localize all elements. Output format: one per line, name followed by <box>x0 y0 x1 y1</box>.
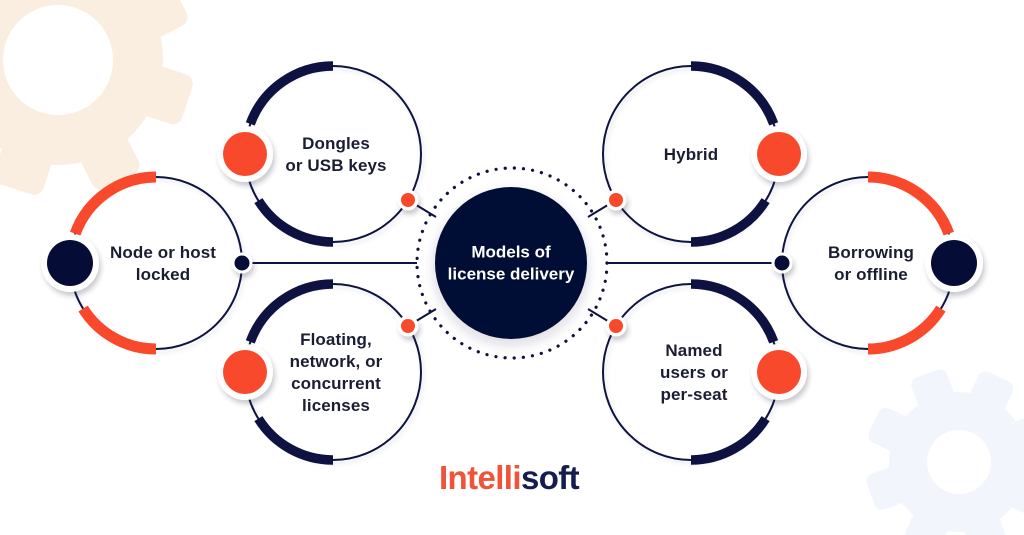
center-title: Models of license delivery <box>447 242 575 284</box>
node-circle-borrowing-or-offline <box>771 171 983 355</box>
gear-icon <box>0 0 193 195</box>
node-circle-dongles-or-usb-keys <box>217 61 422 247</box>
node-circle-node-or-host-locked <box>41 171 253 355</box>
node-label-hybrid: Hybrid <box>663 144 719 164</box>
gear-icon <box>866 369 1024 535</box>
connector-dot <box>609 319 623 333</box>
connector-dot <box>774 255 790 271</box>
node-label-borrowing-or-offline: Borrowing or offline <box>828 242 914 284</box>
node-label-dongles-or-usb-keys: Dongles or USB keys <box>285 133 387 175</box>
dotted-ring <box>415 166 609 360</box>
node-label-node-or-host-locked: Node or host locked <box>109 242 217 284</box>
center-hub <box>415 166 609 360</box>
connector-dot <box>401 319 415 333</box>
center-circle <box>435 187 587 339</box>
node-circle-named-users-per-seat <box>602 279 807 465</box>
connector-dot <box>234 255 250 271</box>
bullet-dot <box>223 132 267 176</box>
node-label-named-users-per-seat: Named users or per-seat <box>660 340 728 405</box>
node-circle-floating-network-concurrent <box>217 279 422 465</box>
intellisoft-logo: Intellisoft <box>438 459 580 497</box>
bullet-dot <box>223 350 267 394</box>
connector-dot <box>401 193 415 207</box>
bullet-dot <box>757 350 801 394</box>
connector-dot <box>609 193 623 207</box>
bullet-dot <box>757 132 801 176</box>
logo-part-intelli: Intelli <box>438 459 522 496</box>
node-circle-hybrid <box>602 61 807 247</box>
node-label-floating-network-concurrent: Floating, network, or concurrent license… <box>289 329 383 416</box>
bullet-dot <box>931 240 977 286</box>
bullet-dot <box>47 240 93 286</box>
logo-part-soft: soft <box>520 459 580 496</box>
